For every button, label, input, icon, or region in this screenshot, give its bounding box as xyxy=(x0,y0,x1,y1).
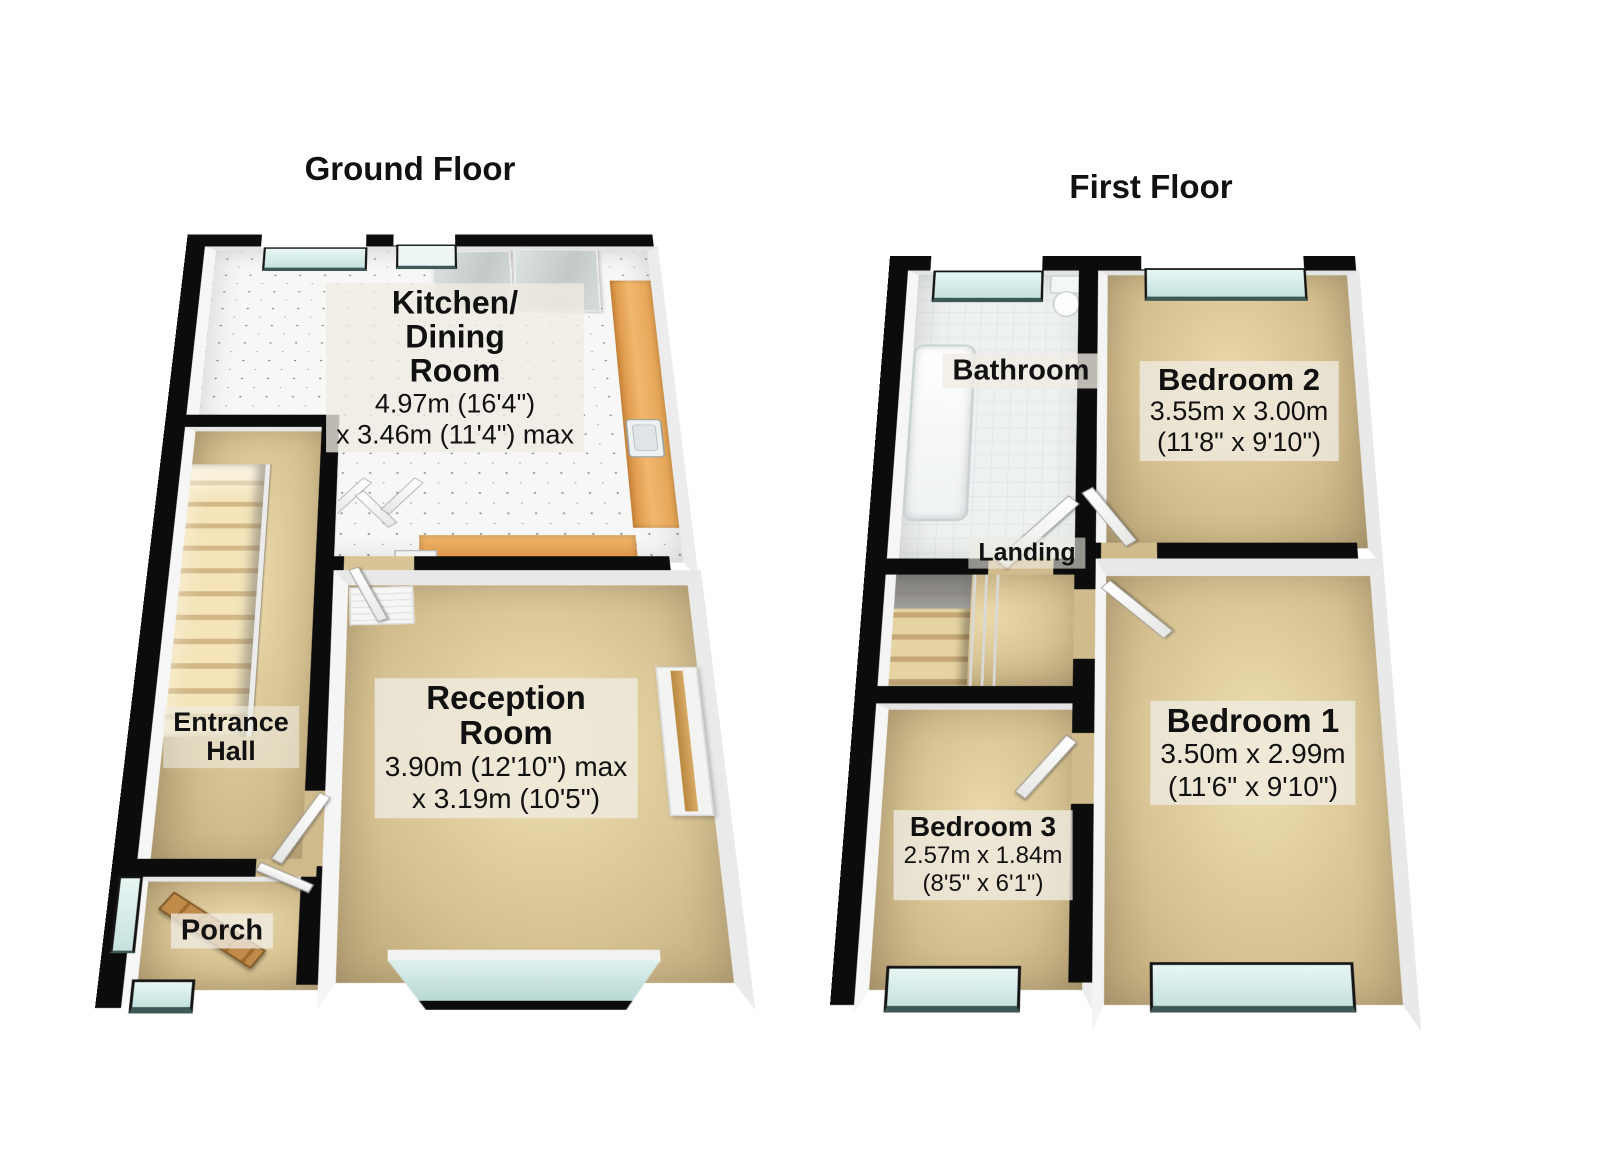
bedroom2-window xyxy=(1144,268,1308,301)
bedroom1-window xyxy=(1149,962,1357,1013)
window-recess xyxy=(260,234,367,249)
kitchen-door-window xyxy=(395,244,458,270)
wall-landing-bedroom3 xyxy=(876,686,1073,704)
label-bedroom-3: Bedroom 3 2.57m x 1.84m (8'5" x 6'1") xyxy=(893,810,1073,900)
window-recess xyxy=(930,256,1043,272)
label-reception-room: Reception Room 3.90m (12'10") max x 3.19… xyxy=(374,678,638,818)
first-floor-title: First Floor xyxy=(1069,168,1233,205)
toilet-icon xyxy=(1052,291,1081,317)
wall-hall-top xyxy=(185,414,323,427)
room-bathroom xyxy=(885,270,1100,582)
label-kitchen-dining-room: Kitchen/ Dining Room 4.97m (16'4") x 3.4… xyxy=(326,283,584,453)
bay-window xyxy=(387,960,665,1010)
kitchen-counter xyxy=(609,280,680,528)
kitchen-sink-icon xyxy=(625,419,666,458)
fireplace xyxy=(655,666,715,817)
wall-bathroom-bedroom2 xyxy=(1074,270,1099,559)
label-bedroom-1: Bedroom 1 3.50m x 2.99m (11'6" x 9'10") xyxy=(1150,700,1356,806)
bathroom-window xyxy=(931,270,1044,303)
doorway-bedroom1 xyxy=(1073,589,1096,659)
bedroom3-window xyxy=(883,965,1022,1013)
label-entrance-hall: Entrance Hall xyxy=(163,706,299,768)
folding-door xyxy=(380,477,424,515)
stair-railing xyxy=(968,574,1001,687)
doorway-bedroom2 xyxy=(1100,542,1158,559)
kitchen-window xyxy=(261,247,368,271)
label-bedroom-2: Bedroom 2 3.55m x 3.00m (11'8" x 9'10") xyxy=(1139,361,1339,461)
porch-front-window xyxy=(128,979,196,1014)
fireplace-mantel xyxy=(670,670,699,812)
room-landing xyxy=(877,574,1094,687)
ground-floor-title: Ground Floor xyxy=(304,150,516,187)
label-landing: Landing xyxy=(968,537,1086,569)
stairwell-void xyxy=(893,574,973,609)
label-bathroom: Bathroom xyxy=(942,353,1100,389)
bay-window-sill xyxy=(387,949,661,962)
label-porch: Porch xyxy=(170,913,274,949)
